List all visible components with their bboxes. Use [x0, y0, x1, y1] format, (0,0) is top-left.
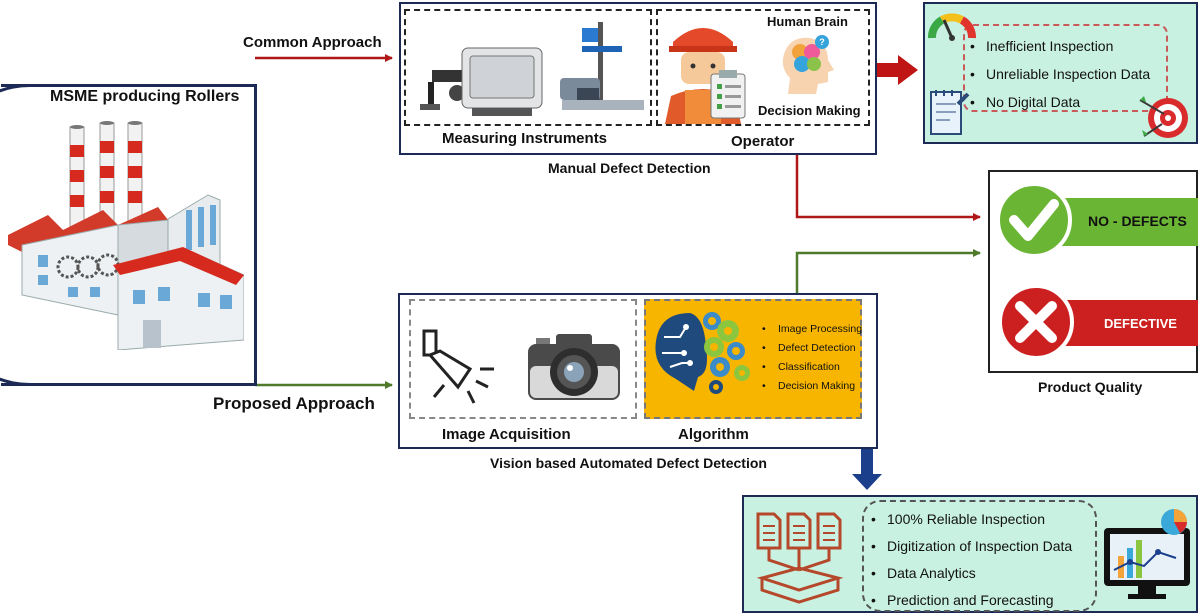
benefit-item: Data Analytics [871, 560, 1072, 587]
benefit-item: Digitization of Inspection Data [871, 533, 1072, 560]
acquisition-panel [409, 299, 637, 419]
vision-detection-block [398, 293, 878, 449]
common-approach-label: Common Approach [243, 34, 382, 51]
factory-block [1, 84, 257, 386]
product-quality-caption: Product Quality [1038, 379, 1143, 395]
vision-detection-caption: Vision based Automated Defect Detection [490, 455, 767, 471]
factory-icon [8, 115, 245, 351]
documents-icon [752, 508, 850, 604]
defective-label: DEFECTIVE [1104, 316, 1177, 331]
measuring-instruments-icon [412, 18, 644, 124]
issues-list: Inefficient Inspection Unreliable Inspec… [970, 32, 1150, 116]
manual-detection-block [399, 2, 877, 155]
gauge-icon [928, 6, 976, 42]
no-defects-label: NO - DEFECTS [1088, 213, 1187, 229]
notepad-icon [928, 86, 970, 138]
proposed-approach-label: Proposed Approach [213, 394, 375, 413]
worker-icon [663, 20, 753, 124]
algorithm-steps-list: Image Processing Defect Detection Classi… [762, 320, 862, 396]
issue-item: Inefficient Inspection [970, 32, 1150, 60]
issue-item: Unreliable Inspection Data [970, 60, 1150, 88]
ai-brain-gears-icon [650, 307, 762, 397]
cross-icon [996, 282, 1076, 362]
operator-panel [656, 9, 870, 126]
instruments-panel [404, 9, 652, 126]
manual-to-issues-arrow [877, 55, 918, 85]
svg-text:?: ? [819, 37, 825, 47]
benefit-item: Prediction and Forecasting [871, 587, 1072, 614]
human-brain-label: Human Brain [767, 14, 848, 29]
benefits-list: 100% Reliable Inspection Digitization of… [871, 506, 1072, 614]
analytics-monitor-icon [1100, 506, 1194, 602]
head-brain-icon: ? [778, 34, 834, 96]
image-acquisition-label: Image Acquisition [442, 426, 571, 443]
algorithm-step: Classification [762, 358, 862, 377]
algorithm-step: Image Processing [762, 320, 862, 339]
algorithm-label: Algorithm [678, 426, 749, 443]
benefit-item: 100% Reliable Inspection [871, 506, 1072, 533]
defective-banner [1062, 300, 1198, 346]
factory-title: MSME producing Rollers [50, 88, 240, 105]
manual-detection-caption: Manual Defect Detection [548, 160, 711, 176]
measuring-instruments-label: Measuring Instruments [442, 130, 608, 147]
vision-to-quality-arrow [795, 249, 981, 293]
operator-label: Operator [731, 133, 795, 150]
algorithm-step: Defect Detection [762, 339, 862, 358]
camera-icon [524, 330, 624, 402]
vision-to-benefits-arrow [852, 448, 882, 490]
algorithm-step: Decision Making [762, 377, 862, 396]
product-quality-block [988, 170, 1198, 373]
manual-to-quality-arrow [795, 155, 981, 221]
decision-making-label: Decision Making [758, 103, 861, 118]
check-icon [994, 180, 1074, 260]
target-icon [1138, 92, 1190, 142]
spotlight-icon [418, 325, 498, 405]
no-defects-banner [1062, 198, 1198, 246]
issue-item: No Digital Data [970, 88, 1150, 116]
